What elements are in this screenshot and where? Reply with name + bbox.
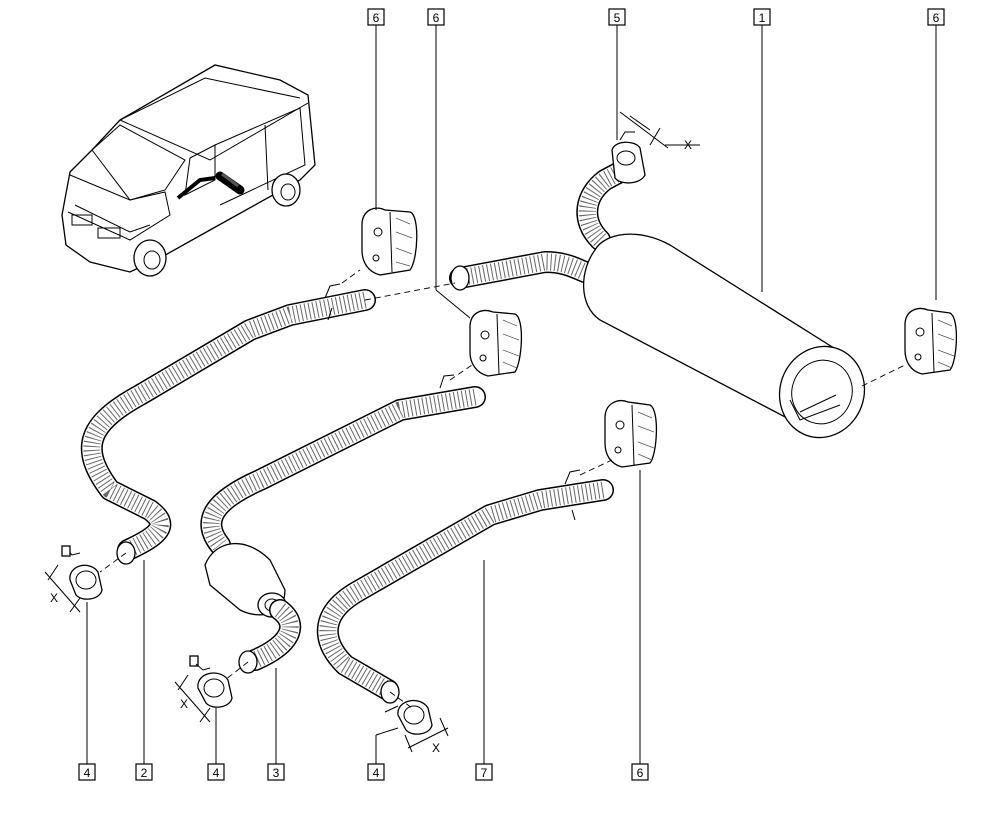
intermediate-pipe [316, 469, 614, 704]
svg-text:2: 2 [141, 766, 148, 780]
callouts-bottom: 4 2 4 3 4 7 6 [78, 763, 649, 781]
callout-bottom-5: 4 [367, 763, 385, 781]
callout-top-2: 6 [427, 8, 445, 26]
callout-bottom-2: 2 [135, 763, 153, 781]
svg-text:3: 3 [273, 766, 280, 780]
callouts-top: 6 6 5 1 6 [367, 8, 945, 26]
svg-text:6: 6 [433, 11, 440, 25]
dimension-labels: X X X X [50, 138, 692, 755]
van-illustration [61, 64, 316, 277]
svg-text:4: 4 [84, 766, 91, 780]
clamp-4-right [384, 699, 449, 753]
alignment-lines [99, 269, 906, 709]
svg-text:6: 6 [933, 11, 940, 25]
callout-bottom-6: 7 [475, 763, 493, 781]
catalyst-pipe [200, 374, 486, 674]
dimension-label-clamp-left: X [50, 591, 58, 605]
callout-top-1: 6 [367, 8, 385, 26]
callout-bottom-3: 4 [207, 763, 225, 781]
callout-top-5: 6 [927, 8, 945, 26]
rear-silencer [449, 161, 866, 439]
dimension-label-clamp-5: X [684, 138, 692, 152]
svg-text:6: 6 [373, 11, 380, 25]
svg-text:5: 5 [614, 11, 621, 25]
rubber-mount-4 [904, 307, 958, 375]
clamp-4-middle [174, 655, 233, 723]
leader-lines [86, 25, 937, 764]
svg-text:6: 6 [637, 766, 644, 780]
callout-bottom-7: 6 [631, 763, 649, 781]
clamp-4-left [44, 545, 103, 613]
svg-text:4: 4 [213, 766, 220, 780]
rubber-mount-1 [361, 207, 418, 276]
svg-text:4: 4 [373, 766, 380, 780]
front-exhaust-pipe [80, 283, 376, 565]
svg-text:7: 7 [481, 766, 488, 780]
clamp-5 [611, 111, 700, 184]
callout-bottom-1: 4 [78, 763, 96, 781]
callout-top-3: 5 [608, 8, 626, 26]
svg-text:1: 1 [759, 11, 766, 25]
rubber-mount-2 [469, 309, 523, 377]
dimension-label-clamp-right: X [432, 741, 440, 755]
rubber-mount-3 [604, 400, 658, 468]
dimension-label-clamp-middle: X [180, 697, 188, 711]
callout-bottom-4: 3 [267, 763, 285, 781]
callout-top-4: 1 [753, 8, 771, 26]
